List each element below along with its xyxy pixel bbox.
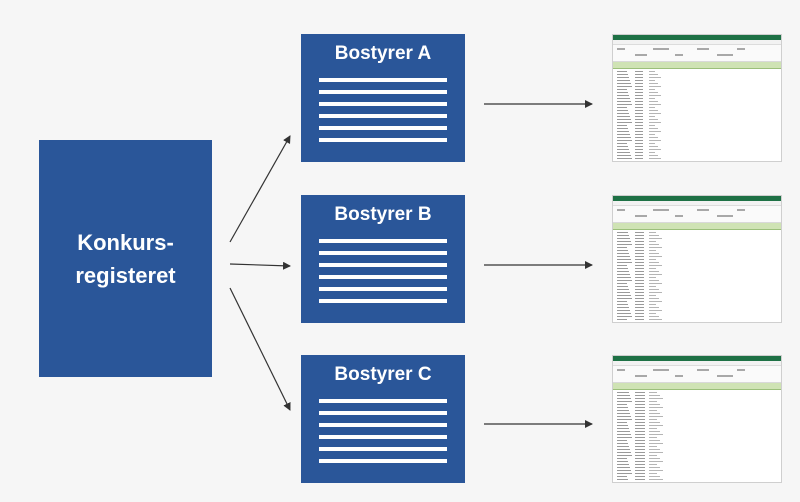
spreadsheet-thumbnail-c xyxy=(612,355,782,483)
spreadsheet-thumbnail-b xyxy=(612,195,782,323)
trustee-b-box: Bostyrer B xyxy=(301,195,465,323)
spreadsheet-thumbnail-a xyxy=(612,34,782,162)
trustee-b-label: Bostyrer B xyxy=(334,204,432,225)
document-lines-icon xyxy=(319,78,447,150)
konkursregisteret-box: Konkurs- registeret xyxy=(39,140,212,377)
arrow-to-trustee-a xyxy=(229,135,291,243)
trustee-a-label: Bostyrer A xyxy=(334,43,432,64)
document-lines-icon xyxy=(319,399,447,471)
trustee-a-box: Bostyrer A xyxy=(301,34,465,162)
arrow-to-trustee-c xyxy=(229,287,291,411)
trustee-c-label: Bostyrer C xyxy=(334,364,432,385)
arrow-to-trustee-b xyxy=(229,261,291,270)
document-lines-icon xyxy=(319,239,447,311)
trustee-c-box: Bostyrer C xyxy=(301,355,465,483)
konkursregisteret-label: Konkurs- registeret xyxy=(75,229,176,288)
